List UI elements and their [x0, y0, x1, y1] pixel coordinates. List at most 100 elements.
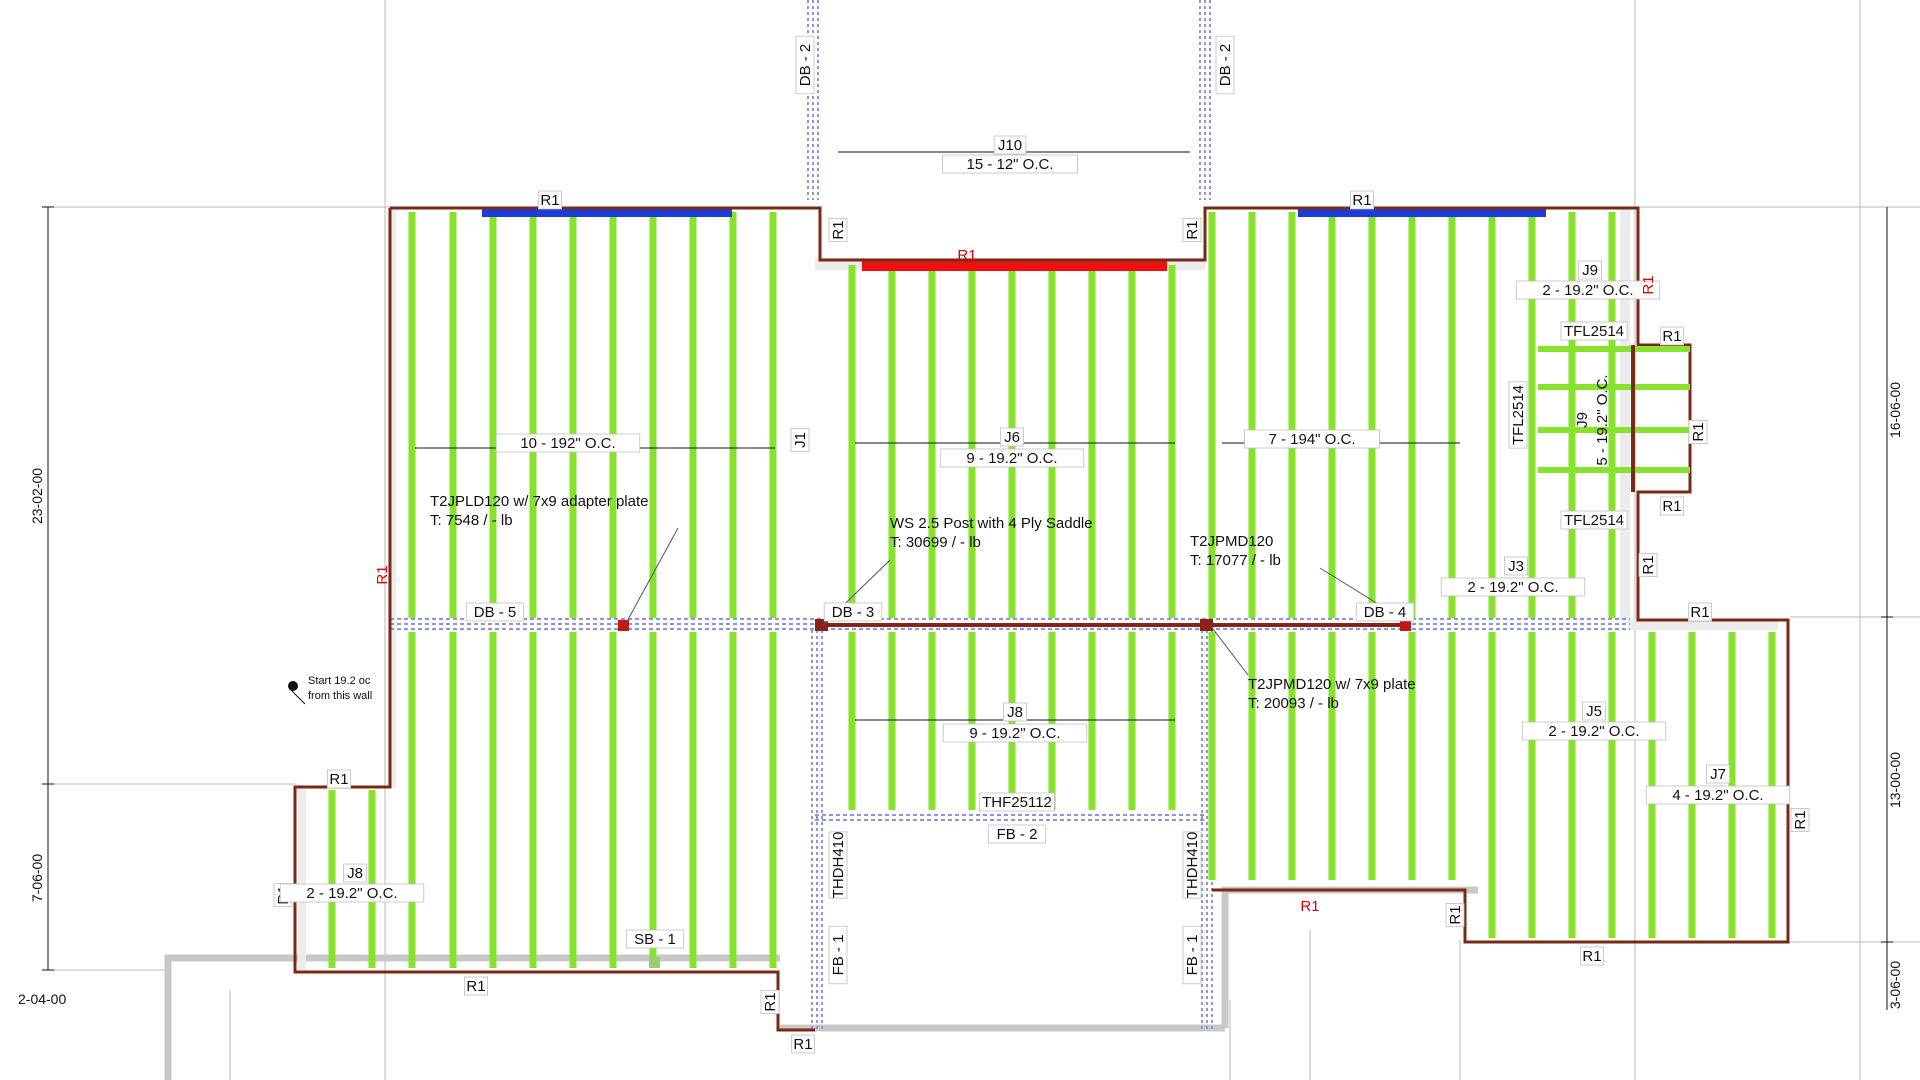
label-j7-spec-text: 4 - 19.2" O.C. — [1672, 787, 1763, 804]
label-j5-spec-box — [1521, 721, 1667, 741]
label-j6-spec: 9 - 19.2" O.C. — [939, 448, 1085, 468]
label-r1-j3-box — [1638, 552, 1658, 578]
label-j7-spec-box — [1645, 785, 1791, 805]
label-r1-notch-right-text: R1 — [1184, 220, 1201, 239]
label-r1-bottom-notch-box — [760, 989, 780, 1015]
dim-left-upper: 23-02-00 — [29, 468, 45, 524]
label-j9-vertical: J9 — [1574, 412, 1591, 428]
label-j9-top: J9 — [1577, 260, 1603, 280]
label-j5-spec-text: 2 - 19.2" O.C. — [1548, 723, 1639, 740]
label-r1-bump-side-box — [1688, 419, 1708, 445]
label-sb-1: SB - 1 — [625, 929, 685, 949]
label-tfl-bottom-box — [1560, 510, 1628, 530]
label-j8-lower: J8 — [342, 863, 368, 883]
start-note-1: Start 19.2 oc — [308, 675, 371, 687]
label-j3-box — [1503, 556, 1529, 576]
label-j4-spec-text: 7 - 194" O.C. — [1268, 431, 1355, 448]
label-r1-bottom-box — [463, 976, 489, 996]
label-r1-right-upper: R1 — [1687, 602, 1713, 622]
label-j8-lower-box — [342, 863, 368, 883]
label-j6: J6 — [999, 427, 1025, 447]
label-r1-bump-bottom: R1 — [1659, 496, 1685, 516]
rim-blue-right — [1298, 208, 1546, 217]
note-hanger-mid-1: T2JPMD120 w/ 7x9 plate — [1248, 676, 1416, 693]
label-r1-left-step-text: R1 — [329, 771, 348, 788]
label-j9-top-text: J9 — [1582, 262, 1598, 279]
label-j3: J3 — [1503, 556, 1529, 576]
label-j9-spec-box — [1515, 280, 1661, 300]
label-thf25112-text: THF25112 — [982, 794, 1052, 811]
label-r1-bump-bottom-text: R1 — [1662, 498, 1681, 515]
label-j7-box — [1705, 764, 1731, 784]
label-db-3-box — [823, 602, 883, 622]
label-j9-vertical-text: J9 — [1574, 412, 1591, 428]
label-r1-bottom-notch: R1 — [760, 989, 780, 1015]
label-j8: J8 — [1002, 702, 1028, 722]
beam-db-2-left — [807, 0, 819, 200]
label-db-5-box — [465, 602, 525, 622]
label-fb-1-left-text: FB - 1 — [830, 935, 847, 976]
label-j5-spec: 2 - 19.2" O.C. — [1521, 721, 1667, 741]
label-j8-lower-text: J8 — [347, 865, 363, 882]
label-j7: J7 — [1705, 764, 1731, 784]
label-r1-left-step-box — [326, 769, 352, 789]
label-j10-spec-box — [942, 154, 1078, 174]
label-j5-text: J5 — [1586, 703, 1602, 720]
label-sb-1-box — [625, 929, 685, 949]
label-j9-spec-text: 2 - 19.2" O.C. — [1542, 282, 1633, 299]
label-j1-box — [790, 427, 810, 453]
dimension-lines — [42, 206, 1893, 1010]
label-r1-bump-side: R1 — [1688, 419, 1708, 445]
label-j8-spec-box — [942, 723, 1088, 743]
label-r1-top-red-text: R1 — [957, 247, 976, 264]
label-j7-spec: 4 - 19.2" O.C. — [1645, 785, 1791, 805]
label-j8-lower-spec: 2 - 19.2" O.C. — [279, 883, 425, 903]
label-j1-text: J1 — [792, 432, 809, 448]
label-tfl-left: TFL2514 — [1508, 381, 1528, 449]
label-db-4-box — [1355, 602, 1415, 622]
post-right — [1200, 619, 1213, 631]
rim-red-top — [862, 261, 1167, 271]
strap-sb-1 — [649, 957, 660, 968]
label-thdh-left-box — [828, 831, 848, 899]
dim-left-bottom: 2-04-00 — [18, 991, 66, 1007]
label-db-2-left-text: DB - 2 — [797, 44, 814, 87]
label-fb-2-box — [987, 824, 1047, 844]
label-r1-red-j9: R1 — [1640, 275, 1657, 294]
label-r1-corner-box — [790, 1034, 816, 1054]
wall-outline — [293, 206, 1790, 1032]
label-r1-notch-left-text: R1 — [830, 220, 847, 239]
label-thdh-left-text: THDH410 — [830, 832, 847, 899]
label-r1-bottom-right-box — [1579, 946, 1605, 966]
note-hanger-left-2: T: 7548 / - lb — [430, 512, 513, 529]
label-r1-left-red-text: R1 — [374, 565, 391, 584]
label-db-5-text: DB - 5 — [474, 604, 517, 621]
label-thdh-right-text: THDH410 — [1184, 832, 1201, 899]
label-db-3: DB - 3 — [823, 602, 883, 622]
label-r1-bump-top-box — [1659, 326, 1685, 346]
label-j6-spec-box — [939, 448, 1085, 468]
label-j4-spec-box — [1244, 429, 1380, 449]
label-j6-box — [999, 427, 1025, 447]
label-r1-bottom-red-text: R1 — [1300, 898, 1319, 915]
label-r1-top-right: R1 — [1349, 190, 1375, 210]
note-hanger-right-2: T: 17077 / - lb — [1190, 552, 1281, 569]
label-j10-text: J10 — [998, 137, 1022, 154]
label-r1-right-upper-box — [1687, 602, 1713, 622]
label-j8-lower-spec-box — [279, 883, 425, 903]
label-j10: J10 — [993, 135, 1027, 155]
label-r1-step-box — [1445, 902, 1465, 928]
label-r1-left-step: R1 — [326, 769, 352, 789]
label-fb-2-text: FB - 2 — [997, 826, 1038, 843]
label-j9-vertical-spec-text: 5 - 19.2" O.C. — [1594, 374, 1611, 465]
label-r1-step: R1 — [1445, 902, 1465, 928]
label-j8-lower-spec-text: 2 - 19.2" O.C. — [306, 885, 397, 902]
label-r1-bump-top: R1 — [1659, 326, 1685, 346]
label-db-2-right-text: DB - 2 — [1217, 44, 1234, 87]
start-note-2: from this wall — [308, 690, 372, 702]
label-j3-text: J3 — [1508, 558, 1524, 575]
label-r1-bottom-right: R1 — [1579, 946, 1605, 966]
label-j6-text: J6 — [1004, 429, 1020, 446]
label-tfl-bottom: TFL2514 — [1560, 510, 1628, 530]
